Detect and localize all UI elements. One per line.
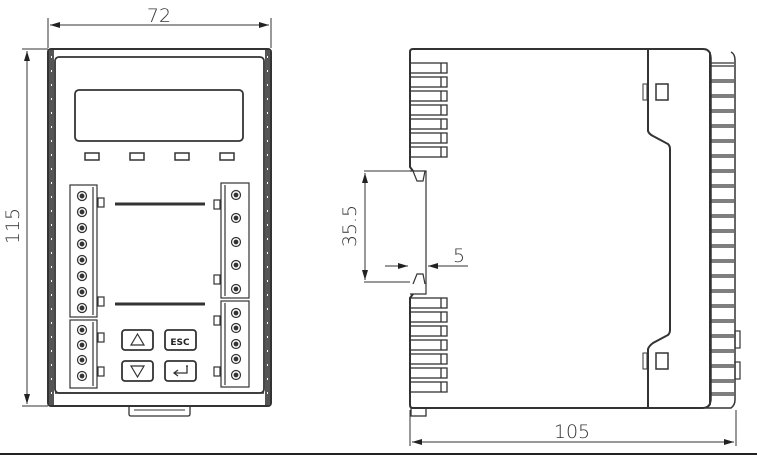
down-arrow-icon (129, 365, 146, 379)
width-dimension (47, 18, 272, 48)
depth-dimension (409, 410, 737, 446)
status-leds (84, 152, 235, 161)
side-housing (409, 48, 711, 409)
rail-dim-label: 35.5 (339, 205, 361, 247)
din-clip (128, 406, 191, 417)
keypad (121, 329, 197, 382)
terminal-block-left-lower (69, 319, 105, 389)
led-2 (129, 152, 145, 161)
housing-outline (47, 48, 272, 407)
terminal-block-right-lower (213, 300, 250, 388)
front-terminal-ribs (711, 62, 734, 396)
led-3 (174, 152, 190, 161)
enter-icon (172, 365, 188, 377)
terminal-block-left-upper (69, 184, 105, 318)
rail-dimension (362, 170, 410, 283)
display-window (74, 89, 244, 142)
depth-dim-label: 105 (554, 421, 590, 443)
height-dimension (22, 48, 48, 407)
clip-dim-label: 5 (453, 245, 465, 267)
front-view (22, 18, 272, 417)
esc-key-label: ESC (170, 338, 190, 348)
front-bezel-edge (647, 49, 671, 408)
width-dim-label: 72 (147, 5, 171, 27)
side-view (362, 48, 741, 446)
up-arrow-icon (129, 332, 146, 346)
down-key[interactable] (121, 360, 154, 382)
led-4 (219, 152, 235, 161)
up-key[interactable] (121, 329, 154, 351)
enter-key[interactable] (164, 360, 197, 382)
height-dim-label: 115 (2, 208, 24, 244)
esc-key[interactable] (164, 329, 197, 351)
led-1 (84, 152, 100, 161)
terminal-block-right-upper (213, 182, 250, 299)
